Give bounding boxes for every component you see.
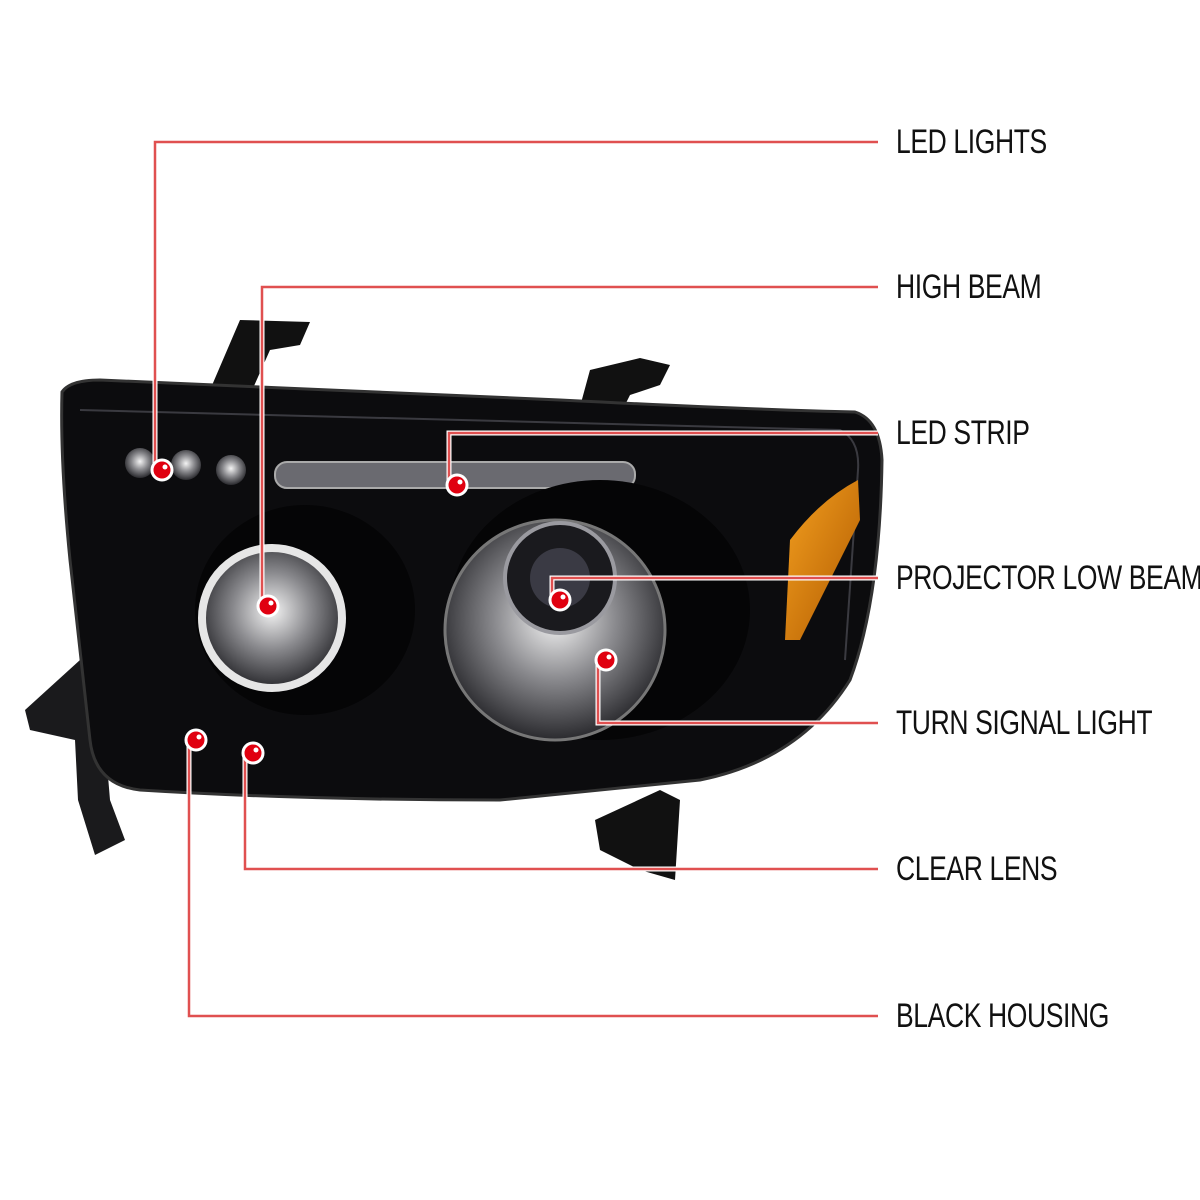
dot-highlight (606, 654, 612, 660)
amber-side-marker (785, 480, 860, 640)
high-beam (198, 544, 346, 692)
dot-highlight (196, 734, 202, 740)
callout-dot (256, 594, 280, 618)
callout-dot (241, 741, 265, 765)
dot-highlight (253, 747, 259, 753)
dot-highlight (268, 600, 274, 606)
led-light (125, 448, 155, 478)
callout-dot (548, 588, 572, 612)
callout-dot (594, 648, 618, 672)
label-black-housing: BLACK HOUSING (896, 997, 1110, 1035)
label-high-beam: HIGH BEAM (896, 268, 1042, 306)
label-led-strip: LED STRIP (896, 414, 1030, 452)
callout-dot (445, 473, 469, 497)
mount-bracket (595, 790, 680, 880)
led-light (171, 450, 201, 480)
callout-dot (184, 728, 208, 752)
label-projector-low-beam: PROJECTOR LOW BEAM (896, 559, 1200, 597)
label-turn-signal-light: TURN SIGNAL LIGHT (896, 704, 1153, 742)
dot-highlight (560, 594, 566, 600)
label-clear-lens: CLEAR LENS (896, 850, 1058, 888)
callout-dot (150, 458, 174, 482)
dot-highlight (162, 464, 168, 470)
led-light (216, 455, 246, 485)
dot-highlight (457, 479, 463, 485)
label-led-lights: LED LIGHTS (896, 123, 1047, 161)
